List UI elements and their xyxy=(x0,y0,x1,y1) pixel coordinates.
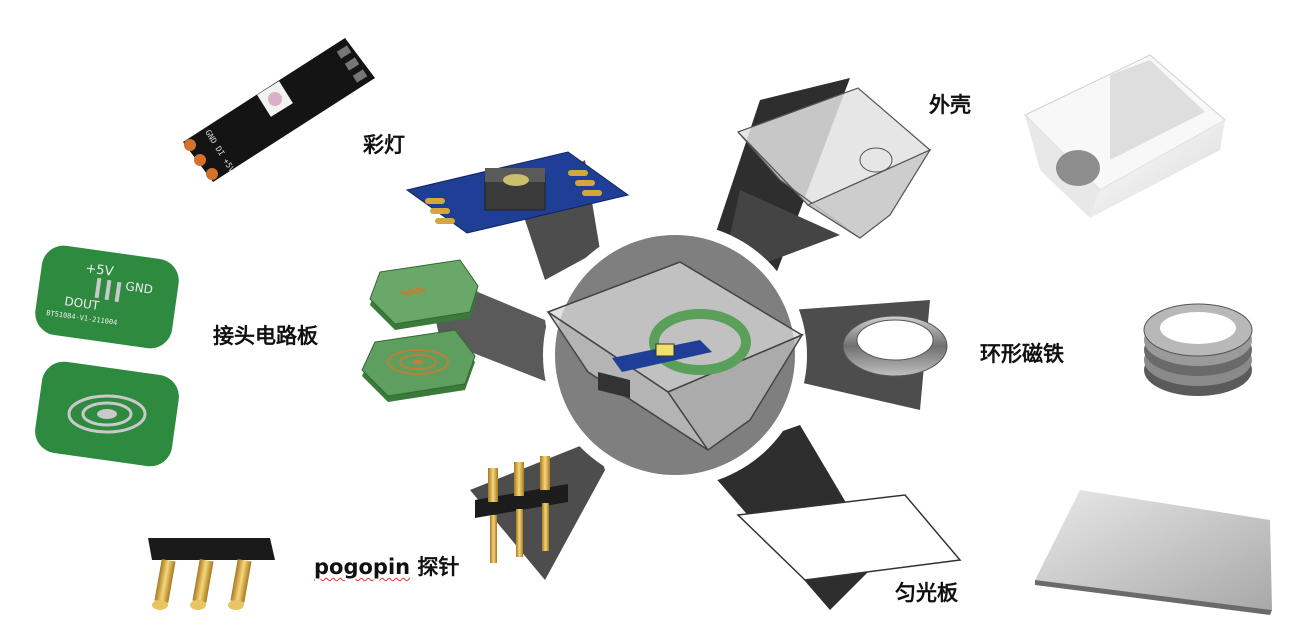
pcb-gnd-label: GND xyxy=(125,279,154,297)
pogopin-photo xyxy=(148,538,275,610)
led-pad xyxy=(206,168,218,180)
pogopin-cad xyxy=(475,456,568,563)
led-board-cad xyxy=(405,151,630,234)
assembled-pogopin xyxy=(598,372,630,398)
connector-pcb-cad xyxy=(361,259,479,402)
label-connector-pcb: 接头电路板 xyxy=(213,324,318,348)
label-pogopin: pogopin 探针 xyxy=(314,557,459,578)
label-ring-magnet: 环形磁铁 xyxy=(980,342,1064,366)
connector-pcb-photo-top: +5V GND DOUT BT51084-V1-211004 xyxy=(35,245,179,349)
label-shell: 外壳 xyxy=(929,93,971,117)
assembled-ring-magnet xyxy=(649,309,751,375)
central-assembly xyxy=(543,223,807,487)
shell-cad xyxy=(736,87,932,239)
label-pogopin-word: pogopin xyxy=(314,555,411,579)
wedge-pogopin xyxy=(470,440,605,580)
led-pad xyxy=(184,139,196,151)
assembled-shell-right xyxy=(666,333,804,452)
shell-photo xyxy=(1024,54,1226,218)
ring-magnet-cad xyxy=(842,315,948,377)
pcb-plus5v-label: +5V xyxy=(84,261,114,280)
ring-magnet-photo xyxy=(1143,303,1253,396)
label-diffuser: 匀光板 xyxy=(895,581,958,605)
diffuser-cad xyxy=(736,494,962,581)
label-pogopin-cn: 探针 xyxy=(417,555,460,579)
led-pad xyxy=(194,154,206,166)
led-board-photo: GND DI +5V xyxy=(183,38,375,182)
assembled-led-chip xyxy=(655,343,675,357)
connector-pcb-photo-bottom xyxy=(35,361,179,467)
pcb-dout-label: DOUT xyxy=(64,294,101,313)
diffuser-photo xyxy=(1035,490,1272,615)
label-led: 彩灯 xyxy=(363,133,405,157)
